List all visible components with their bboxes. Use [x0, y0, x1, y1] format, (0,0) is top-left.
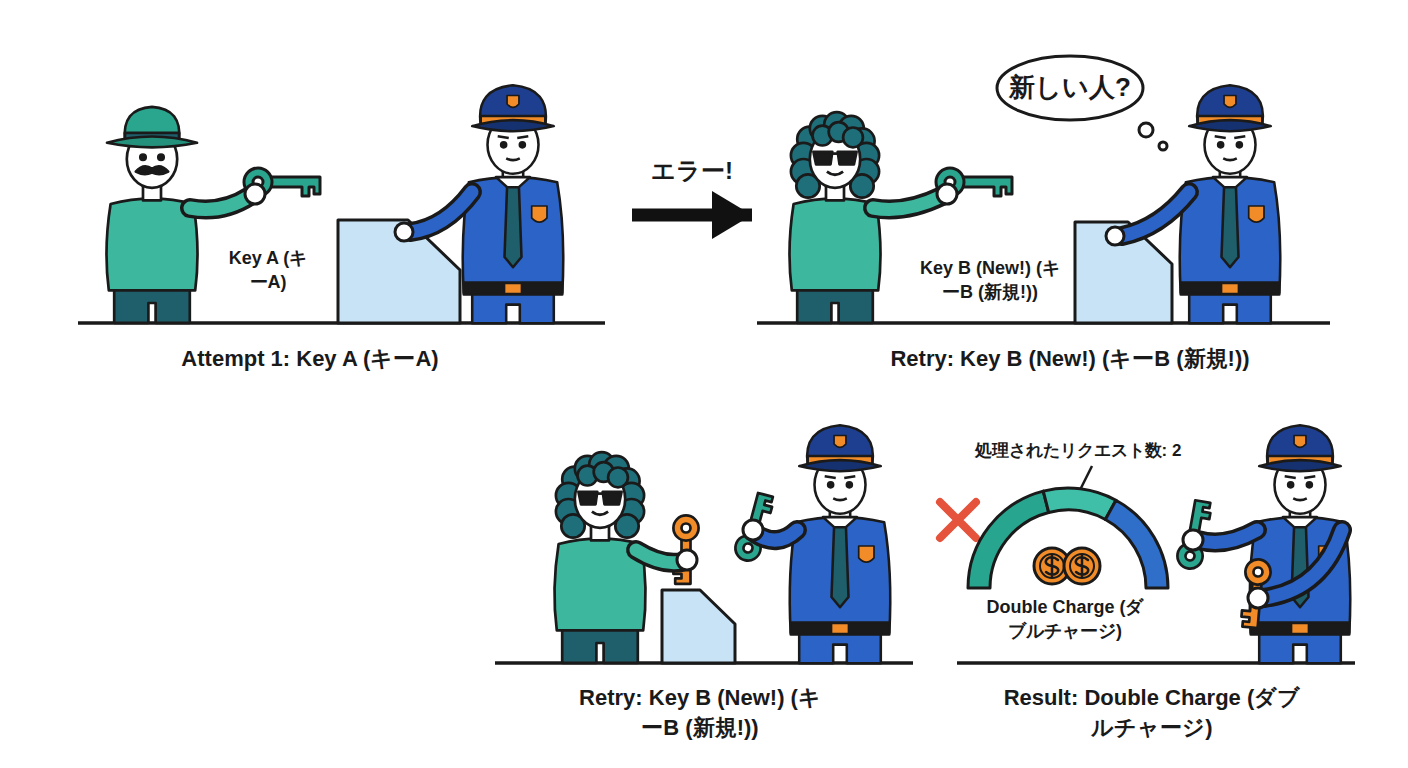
arm-outline	[636, 550, 682, 563]
guard-arm	[1122, 192, 1189, 236]
comic-panel: Retry: Key B (New!) (キーB (新規!)) 新しい人?	[752, 40, 1342, 390]
customer-body	[554, 470, 645, 663]
panel-caption: Result: Double Charge (ダブルチャージ)	[1002, 683, 1302, 742]
flow-arrow	[632, 209, 752, 222]
panel-caption: Retry: Key B (New!) (キーB (新規!))	[810, 344, 1330, 374]
key-label: Key B (New!) (キーB (新規!))	[915, 256, 1065, 305]
service-counter	[338, 220, 460, 323]
arm-outline	[410, 192, 472, 232]
customer-arm	[636, 550, 682, 563]
orange-key	[673, 515, 698, 583]
customer-body	[789, 130, 880, 323]
customer-eye	[158, 155, 163, 160]
gauge-segment	[968, 491, 1049, 588]
guard-hand	[1183, 530, 1203, 550]
key-label: Key A (キーA)	[220, 246, 316, 295]
guard-arm	[1198, 530, 1257, 542]
guard-arm	[1264, 530, 1342, 598]
gauge-graphic	[958, 435, 1198, 650]
guard-hand	[1248, 588, 1268, 608]
security-guard	[1250, 425, 1351, 663]
service-counter	[662, 590, 735, 663]
customer-body	[106, 130, 197, 323]
thought-bubble: 新しい人?	[995, 54, 1145, 122]
comic-panel: Result: Double Charge (ダブルチャージ) 処理されたリクエス…	[950, 410, 1360, 755]
gauge-segment	[1105, 500, 1168, 588]
edge-layer	[632, 215, 752, 216]
disguise-face	[813, 122, 863, 175]
arm-outline	[1198, 530, 1257, 542]
arm-outline	[873, 196, 942, 210]
disguise-face	[578, 462, 628, 515]
security-guard	[1180, 85, 1281, 323]
bubble-tail	[1139, 123, 1153, 137]
mustache	[136, 166, 168, 174]
guard-hand	[1106, 227, 1124, 245]
bubble-tail	[1159, 142, 1167, 150]
arm-outline	[1264, 530, 1342, 598]
teal-key	[733, 491, 775, 564]
guard-hand	[743, 520, 763, 540]
ground-line	[957, 661, 1355, 665]
panel-caption: Retry: Key B (New!) (キーB (新規!))	[570, 683, 830, 742]
gauge-segment	[1043, 488, 1116, 520]
customer-arm	[190, 196, 250, 210]
coin	[1064, 548, 1100, 584]
red-cross	[940, 502, 976, 538]
comic-panel: Attempt 1: Key A (キーA)	[70, 40, 632, 390]
gauge-result: Double Charge (ダブルチャージ)	[985, 595, 1145, 644]
service-counter	[1075, 222, 1172, 323]
customer-hand	[245, 184, 265, 204]
guard-arm	[410, 192, 472, 232]
request-count: 処理されたリクエスト数: 2	[958, 440, 1198, 463]
comic-panel: Retry: Key B (New!) (キーB (新規!))	[490, 410, 920, 755]
gauge-arc	[968, 488, 1168, 588]
security-guard	[463, 85, 564, 323]
security-guard	[790, 425, 891, 663]
thought-text: 新しい人?	[995, 70, 1145, 105]
customer-eye	[140, 155, 145, 160]
charge-gauge: 処理されたリクエスト数: 2 Double Charge (ダブルチャージ)	[958, 435, 1198, 650]
arrow-label: エラー!	[622, 155, 762, 187]
orange-key	[1241, 558, 1272, 628]
customer-hand	[937, 184, 957, 204]
hat-brim	[107, 137, 197, 148]
customer-disguised	[789, 112, 880, 323]
arm-outline	[190, 196, 250, 210]
guard-hand	[395, 223, 413, 241]
panel-caption: Attempt 1: Key A (キーA)	[80, 344, 540, 374]
customer-hand	[677, 550, 697, 570]
customer-arm	[873, 196, 942, 210]
arm-outline	[1122, 192, 1189, 236]
